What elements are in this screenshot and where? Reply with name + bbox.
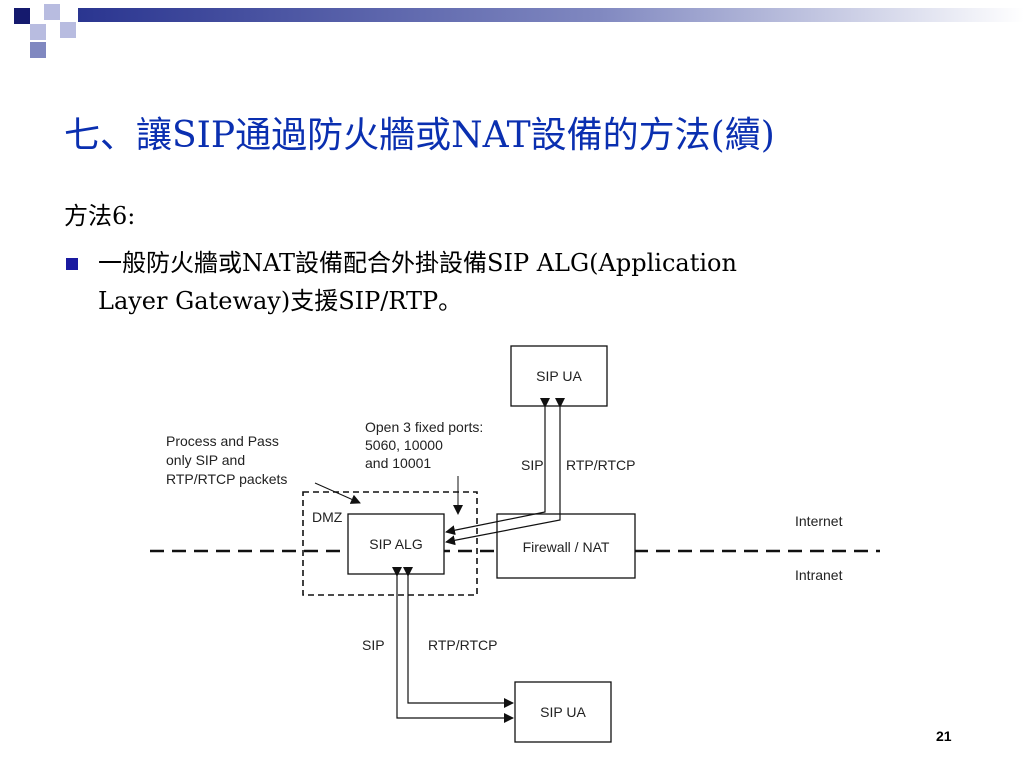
sip-ua-bottom-label: SIP UA (540, 704, 586, 720)
note-left-line-2: only SIP and (166, 452, 245, 468)
firewall-label: Firewall / NAT (523, 539, 610, 555)
note-ports-line-2: 5060, 10000 (365, 437, 443, 453)
rtp-path-bottom (403, 567, 514, 708)
sip-alg-box (347, 513, 445, 575)
sip-bottom-label: SIP (362, 637, 385, 653)
note-ports-line-1: Open 3 fixed ports: (365, 419, 483, 435)
note-ports-line-3: and 10001 (365, 455, 431, 471)
firewall-box (496, 513, 636, 579)
rtp-bottom-label: RTP/RTCP (428, 637, 498, 653)
intranet-label: Intranet (795, 567, 843, 583)
sip-ua-bottom-box (514, 681, 612, 743)
bullet-text: 一般防火牆或NAT設備配合外掛設備SIP ALG(Application Lay… (98, 244, 978, 320)
bullet-square-icon (66, 258, 78, 270)
sip-ua-top-label: SIP UA (536, 368, 582, 384)
note-left-arrow (314, 482, 361, 504)
slide-title: 七、讓SIP通過防火牆或NAT設備的方法(續) (64, 115, 775, 156)
sip-path-bottom (392, 567, 514, 723)
header-decoration (14, 4, 1024, 58)
bullet-line-1: 一般防火牆或NAT設備配合外掛設備SIP ALG(Application (98, 249, 737, 277)
page-number: 21 (936, 728, 952, 744)
rtp-top-label: RTP/RTCP (566, 457, 636, 473)
note-left-line-3: RTP/RTCP packets (166, 471, 287, 487)
method-label: 方法6: (64, 202, 136, 230)
bullet-line-2: Layer Gateway)支援SIP/RTP。 (98, 287, 463, 315)
dmz-label: DMZ (312, 509, 343, 525)
internet-label: Internet (795, 513, 843, 529)
note-left-line-1: Process and Pass (166, 433, 279, 449)
sip-ua-top-box (510, 345, 608, 407)
sip-alg-label: SIP ALG (369, 536, 422, 552)
rtp-path-top (445, 398, 565, 546)
sip-top-label: SIP (521, 457, 544, 473)
